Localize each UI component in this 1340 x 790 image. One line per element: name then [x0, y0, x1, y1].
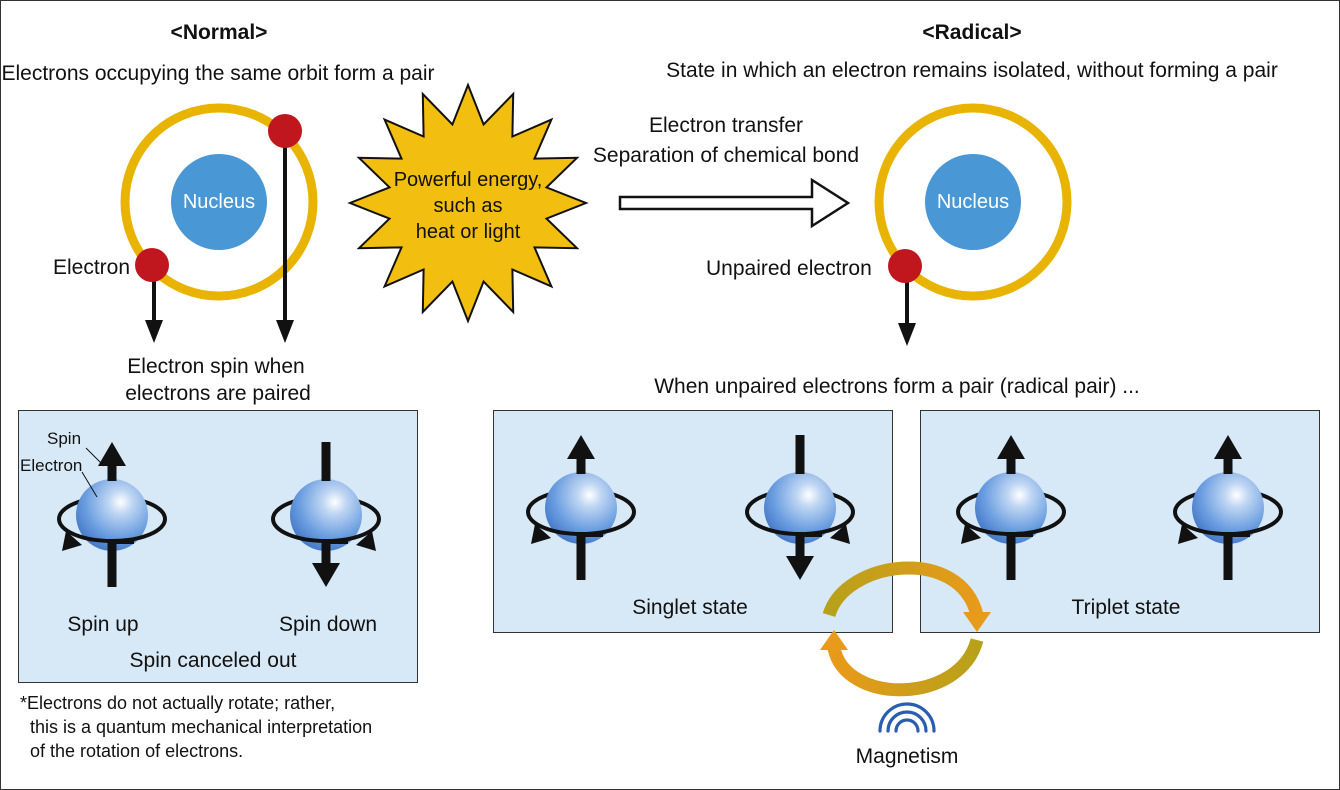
normal-orbit — [120, 103, 318, 301]
triplet-spin-left-sphere — [975, 472, 1047, 544]
spin-up-arrow-icon — [1214, 435, 1242, 459]
triplet-spin-right-sphere — [1192, 472, 1264, 544]
spin-up-label: Spin up — [67, 613, 139, 636]
singlet-spin-down-sphere — [764, 472, 836, 544]
energy-text-line1: Powerful energy, — [393, 169, 543, 191]
unpaired-electron-label: Unpaired electron — [706, 257, 872, 280]
transfer-arrow-icon — [618, 177, 851, 229]
conversion-cycle-icon — [820, 561, 991, 697]
spin-down-arrow-icon — [312, 563, 340, 587]
transfer-text-line2: Separation of chemical bond — [592, 144, 860, 167]
electron-callout-line — [81, 471, 98, 498]
radical-description: State in which an electron remains isola… — [666, 59, 1278, 82]
spin-callout-line — [85, 447, 105, 467]
down-arrowhead-icon — [145, 320, 163, 343]
transfer-text-line1: Electron transfer — [648, 114, 804, 137]
normal-heading: <Normal> — [170, 21, 268, 44]
rotation-arrowhead-icon — [961, 524, 981, 544]
spin-caption-line2: electrons are paired — [125, 382, 311, 405]
magnetism-wave-icon — [878, 702, 936, 733]
radical-nucleus — [925, 154, 1021, 250]
radical-atom — [874, 103, 1072, 346]
triplet-label: Triplet state — [1071, 596, 1181, 619]
spin-down-label: Spin down — [278, 613, 378, 636]
normal-atom — [120, 103, 318, 343]
footnote-line2: this is a quantum mechanical interpretat… — [30, 717, 373, 737]
down-arrowhead-icon — [898, 323, 916, 346]
normal-description: Electrons occupying the same orbit form … — [1, 62, 435, 85]
magnetism-label: Magnetism — [855, 745, 959, 768]
spin-caption-line1: Electron spin when — [127, 355, 305, 378]
energy-text-line2: such as — [433, 195, 503, 217]
spin-up-arrow-icon — [98, 442, 126, 466]
energy-text-line3: heat or light — [415, 221, 521, 243]
radical-heading: <Radical> — [922, 21, 1022, 44]
normal-spin-up-sphere — [76, 479, 148, 551]
unpaired-electron-dot — [888, 249, 922, 283]
normal-nucleus — [171, 154, 267, 250]
energy-burst-icon — [347, 82, 589, 324]
radical-pair-caption: When unpaired electrons form a pair (rad… — [654, 375, 1140, 398]
spin-up-arrow-icon — [567, 435, 595, 459]
spin-canceled-label: Spin canceled out — [129, 649, 297, 672]
normal-spin-down-sphere — [290, 479, 362, 551]
rotation-arrowhead-icon — [531, 524, 551, 544]
spin-up-arrow-icon — [997, 435, 1025, 459]
electron-callout-label: Electron — [20, 456, 83, 475]
rotation-arrowhead-icon — [356, 531, 376, 551]
rotation-arrowhead-icon — [1178, 524, 1198, 544]
normal-spin-box — [18, 410, 418, 683]
spin-callout-label: Spin — [47, 429, 82, 448]
electron-right-dot — [268, 114, 302, 148]
footnote-line3: of the rotation of electrons. — [30, 741, 244, 761]
radical-nucleus-label: Nucleus — [936, 191, 1010, 213]
rotation-arrowhead-icon — [830, 524, 850, 544]
singlet-spin-up-sphere — [545, 472, 617, 544]
footnote-line1: *Electrons do not actually rotate; rathe… — [20, 693, 336, 713]
electron-label: Electron — [53, 256, 131, 279]
normal-nucleus-label: Nucleus — [182, 191, 256, 213]
singlet-label: Singlet state — [632, 596, 748, 619]
down-arrowhead-icon — [276, 320, 294, 343]
electron-left-dot — [135, 248, 169, 282]
spin-down-arrow-icon — [786, 556, 814, 580]
rotation-arrowhead-icon — [62, 531, 82, 551]
radical-orbit — [874, 103, 1072, 301]
